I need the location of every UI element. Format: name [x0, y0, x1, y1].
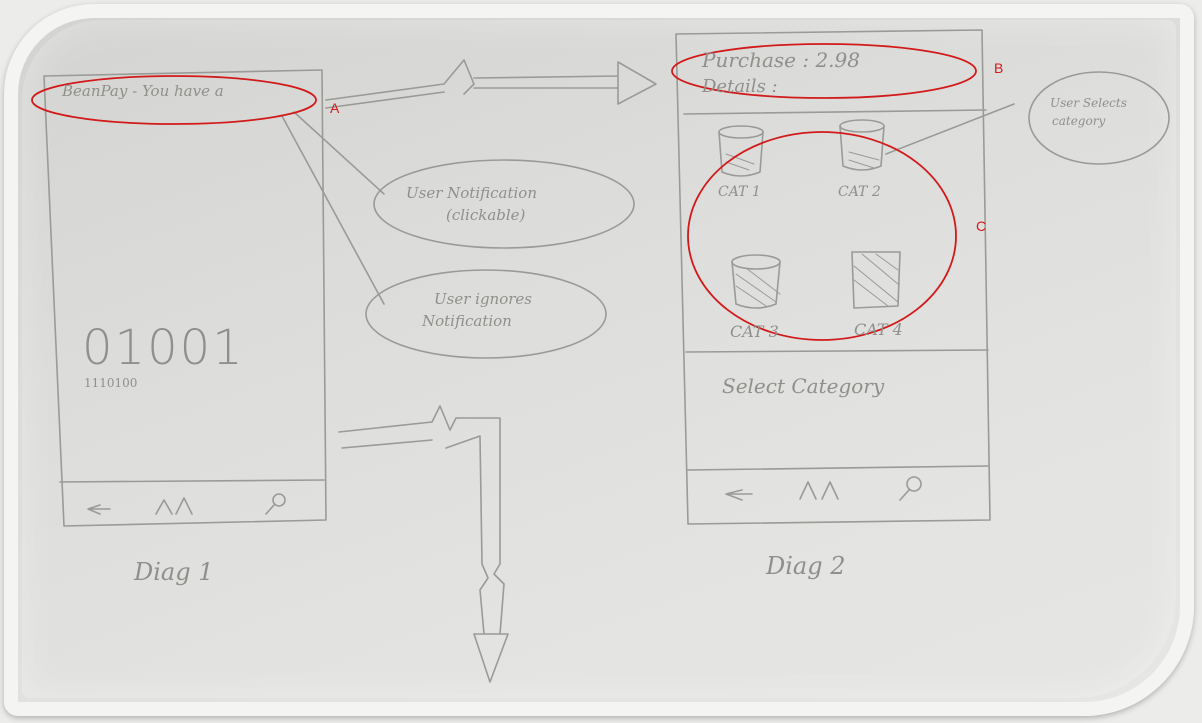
details-line: Details : — [702, 76, 778, 97]
phone1-navbar-line — [59, 479, 325, 483]
arrow-down — [338, 405, 509, 683]
phone2-back-icon — [725, 489, 753, 501]
notification-text[interactable]: BeanPay - You have a — [62, 82, 224, 100]
can-cat3 — [731, 254, 781, 309]
cat3-label[interactable]: CAT 3 — [730, 322, 779, 341]
binary-small: 1110100 — [84, 376, 138, 390]
cat1-label[interactable]: CAT 1 — [718, 184, 761, 200]
bubble-ignores — [365, 269, 607, 359]
line-to-notification — [293, 111, 385, 195]
arrow-to-phone2 — [325, 59, 657, 109]
cat2-label[interactable]: CAT 2 — [838, 184, 881, 200]
phone1-home-icon — [155, 497, 193, 515]
callout-c-ellipse — [687, 131, 957, 341]
line-to-ignores — [281, 115, 385, 305]
sketch-drawing — [31, 29, 1170, 683]
callout-b: B — [994, 60, 1004, 76]
select-category-label: Select Category — [722, 374, 885, 398]
user-ignores-line1: User ignores — [434, 290, 532, 308]
phone2-navbar-line — [687, 465, 989, 471]
callout-a: A — [330, 100, 340, 116]
phone2-outline — [675, 29, 991, 525]
phone1-search-icon — [272, 493, 286, 507]
phone2-divider — [685, 349, 989, 353]
callout-c: C — [976, 218, 987, 234]
line-to-selects — [885, 103, 1015, 155]
phone1-outline — [43, 69, 327, 527]
can-cat1 — [718, 125, 764, 177]
user-selects-line1: User Selects — [1050, 96, 1127, 110]
user-selects-line2: category — [1052, 114, 1106, 128]
bubble-selects — [1028, 71, 1170, 165]
can-cat2 — [839, 119, 885, 171]
callout-b-ellipse — [671, 43, 977, 99]
user-notification-line1: User Notification — [406, 184, 538, 202]
phone2-home-icon — [799, 481, 839, 500]
phone2-search-icon — [906, 476, 922, 492]
user-ignores-line2: Notification — [422, 312, 512, 330]
bubble-notification — [373, 159, 635, 249]
sketch-photo-frame: BeanPay - You have a 01001 1110100 Diag … — [4, 4, 1194, 716]
caption-diag1: Diag 1 — [134, 558, 214, 586]
user-notification-line2: (clickable) — [446, 206, 526, 224]
can-cat4 — [851, 251, 901, 309]
binary-large: 01001 — [82, 320, 245, 376]
caption-diag2: Diag 2 — [766, 552, 846, 580]
cat4-label[interactable]: CAT 4 — [854, 320, 903, 339]
callout-a-ellipse — [31, 75, 317, 125]
phone1-back-icon — [87, 504, 111, 515]
phone2-header-line — [683, 109, 987, 115]
purchase-line: Purchase : 2.98 — [702, 48, 860, 72]
